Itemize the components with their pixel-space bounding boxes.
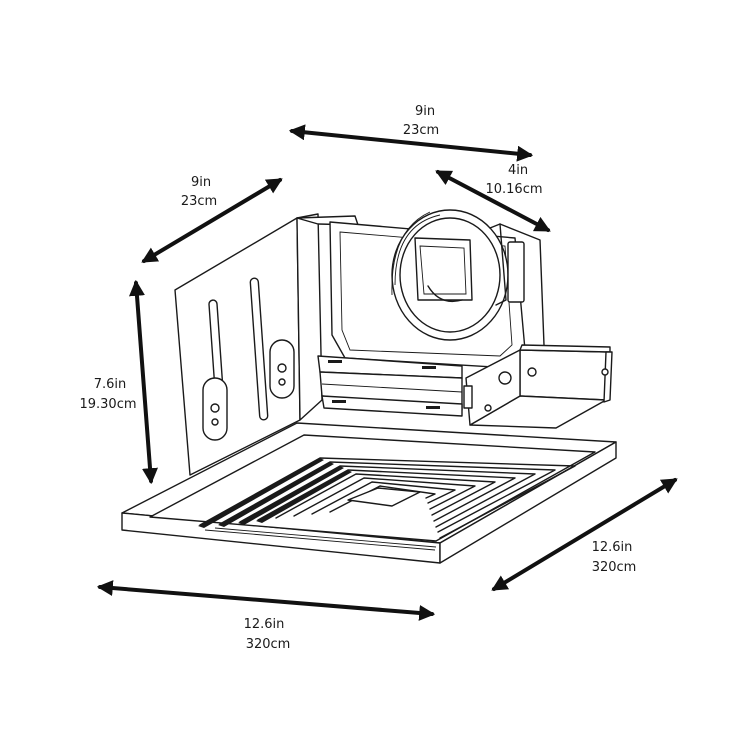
wiring-junction-box	[463, 344, 613, 429]
duct-collar	[329, 209, 545, 369]
dim-grille-side-cm: 320cm	[592, 560, 637, 575]
dim-grille-side: 12.6in 320cm	[491, 478, 678, 591]
grille	[121, 422, 617, 564]
knockout-right	[269, 339, 295, 399]
dim-left-depth-cm: 23cm	[181, 194, 217, 209]
dim-height-cm: 19.30cm	[79, 397, 136, 412]
dim-height-in: 7.6in	[94, 377, 127, 392]
dim-grille-front: 12.6in 320cm	[96, 580, 436, 652]
mounting-rails	[317, 355, 463, 417]
dim-grille-side-in: 12.6in	[592, 540, 633, 555]
dim-left-depth-in: 9in	[191, 175, 211, 190]
dim-grille-front-cm: 320cm	[246, 637, 291, 652]
dim-left-depth: 9in 23cm	[141, 175, 283, 263]
dim-duct-in: 4in	[508, 163, 528, 178]
dim-duct-cm: 10.16cm	[485, 182, 542, 197]
fan-housing	[174, 213, 359, 476]
dim-height: 7.6in 19.30cm	[79, 279, 159, 485]
dim-grille-front-in: 12.6in	[244, 617, 285, 632]
knockout-left	[202, 377, 228, 441]
dim-top-width-cm: 23cm	[403, 123, 439, 138]
grille-dark-strips	[198, 458, 352, 528]
dim-duct: 4in 10.16cm	[435, 163, 551, 232]
dim-top-width: 9in 23cm	[288, 104, 534, 162]
dim-top-width-in: 9in	[415, 104, 435, 119]
